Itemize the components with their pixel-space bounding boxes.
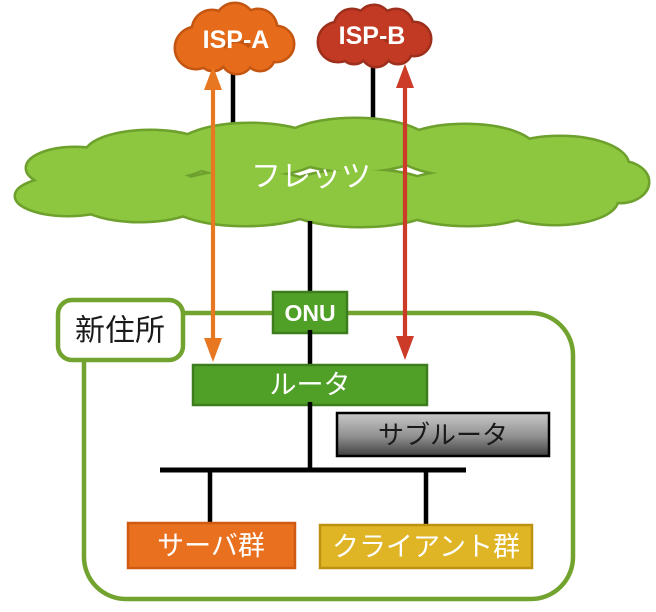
isp-b-arrowhead-up bbox=[396, 64, 414, 88]
sub-router-label: サブルータ bbox=[378, 420, 508, 450]
clients-node: クライアント群 bbox=[318, 523, 534, 570]
isp-a-label: ISP-A bbox=[203, 26, 270, 54]
site-container: 新住所 bbox=[55, 297, 576, 602]
onu-label: ONU bbox=[284, 300, 335, 326]
isp-a-cloud: ISP-A bbox=[176, 4, 293, 73]
onu-box bbox=[271, 290, 349, 335]
flets-cloud: フレッツ bbox=[16, 119, 648, 226]
sub-router-box bbox=[335, 411, 551, 458]
site-label-box bbox=[55, 297, 186, 363]
router-node: ルータ bbox=[191, 363, 429, 407]
clients-label: クライアント群 bbox=[332, 532, 520, 562]
isp-b-arrow bbox=[396, 64, 414, 360]
flets-label: フレッツ bbox=[251, 161, 371, 194]
isp-a-arrowhead-up bbox=[204, 66, 222, 90]
clients-box bbox=[318, 523, 534, 570]
router-label: ルータ bbox=[270, 370, 351, 400]
isp-a-arrow bbox=[204, 66, 222, 362]
router-box bbox=[191, 363, 429, 407]
servers-box bbox=[126, 521, 297, 570]
isp-b-arrowhead-down bbox=[396, 336, 414, 360]
onu-node: ONU bbox=[271, 290, 349, 335]
isp-b-label: ISP-B bbox=[339, 22, 406, 50]
isp-b-cloud: ISP-B bbox=[319, 6, 430, 66]
site-label: 新住所 bbox=[75, 315, 165, 348]
sub-router-node: サブルータ bbox=[335, 411, 551, 458]
servers-label: サーバ群 bbox=[157, 531, 265, 561]
servers-node: サーバ群 bbox=[126, 521, 297, 570]
isp-a-arrowhead-down bbox=[204, 338, 222, 362]
